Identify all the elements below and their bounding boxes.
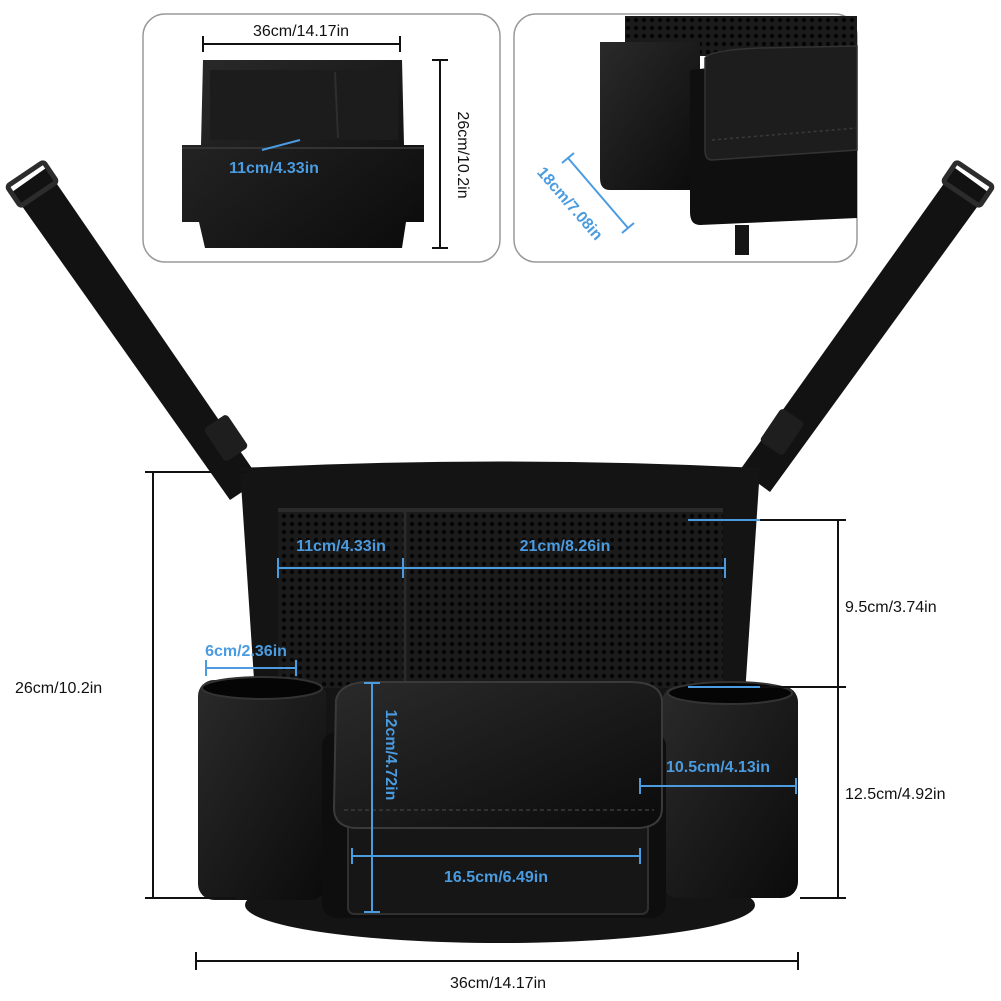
- dim-mesh-widths: 11cm/4.33in 21cm/8.26in: [277, 538, 726, 578]
- mesh-pocket: [278, 508, 723, 688]
- dim-right-heights: 9.5cm/3.74in 12.5cm/4.92in: [688, 519, 946, 899]
- right-cup-holder: [662, 681, 798, 898]
- inset-height-label: 26cm/10.2in: [454, 111, 471, 198]
- cup-diameter-label: 6cm/2.36in: [205, 643, 287, 660]
- left-strap: [5, 160, 260, 500]
- tissue-height-label: 12cm/4.72in: [382, 710, 399, 801]
- mesh-right-width-label: 21cm/8.26in: [520, 538, 611, 555]
- mesh-left-width-label: 11cm/4.33in: [296, 538, 386, 555]
- dim-cup-depth: 10.5cm/4.13in: [639, 759, 797, 794]
- dim-overall-width: 36cm/14.17in: [195, 952, 799, 992]
- inset-organizer-side: [600, 16, 858, 255]
- inset-depth-label: 11cm/4.33in: [229, 160, 319, 177]
- mesh-height-label: 9.5cm/3.74in: [845, 599, 937, 616]
- inset-panel-front: 36cm/14.17in 26cm/10.2in 11cm/4.33in: [142, 13, 501, 263]
- tissue-width-label: 16.5cm/6.49in: [444, 869, 548, 886]
- tissue-box: [322, 681, 666, 918]
- lower-height-label: 12.5cm/4.92in: [845, 786, 946, 803]
- inset-panel-side: 18cm/7.08in: [513, 13, 858, 263]
- dim-tissue-width: 16.5cm/6.49in: [351, 848, 641, 886]
- dim-tissue-height: 12cm/4.72in: [364, 682, 399, 913]
- overall-height-label: 26cm/10.2in: [15, 680, 102, 697]
- left-cup-holder: [198, 676, 326, 900]
- right-strap: [740, 160, 995, 492]
- cup-depth-label: 10.5cm/4.13in: [666, 759, 770, 776]
- overall-width-label: 36cm/14.17in: [450, 975, 546, 992]
- inset-width-label: 36cm/14.17in: [253, 23, 349, 40]
- organizer-main: [5, 160, 995, 943]
- dim-cup-diameter: 6cm/2.36in: [205, 643, 297, 676]
- dim-overall-height: 26cm/10.2in: [15, 471, 247, 899]
- inset-organizer-front: [182, 60, 424, 248]
- inset-depth-line: [567, 157, 629, 229]
